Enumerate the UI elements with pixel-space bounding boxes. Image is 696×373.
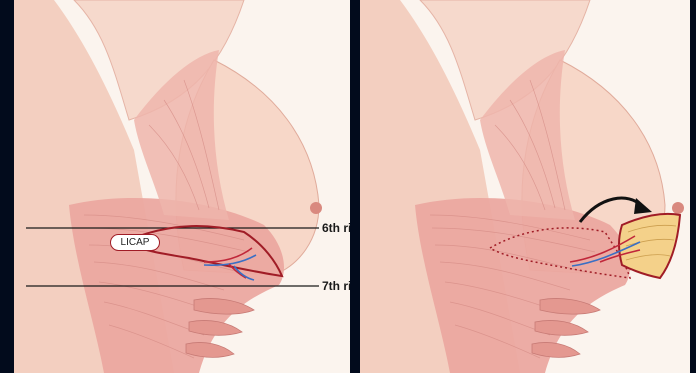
rib7-label: 7th rib bbox=[322, 279, 350, 293]
torso-illustration-after bbox=[360, 0, 690, 373]
rib6-label: 6th rib bbox=[322, 221, 350, 235]
panel-after bbox=[360, 0, 690, 373]
panel-before: LICAP 6th rib 7th rib bbox=[14, 0, 350, 373]
licap-label: LICAP bbox=[110, 234, 160, 251]
torso-illustration-before bbox=[14, 0, 350, 373]
